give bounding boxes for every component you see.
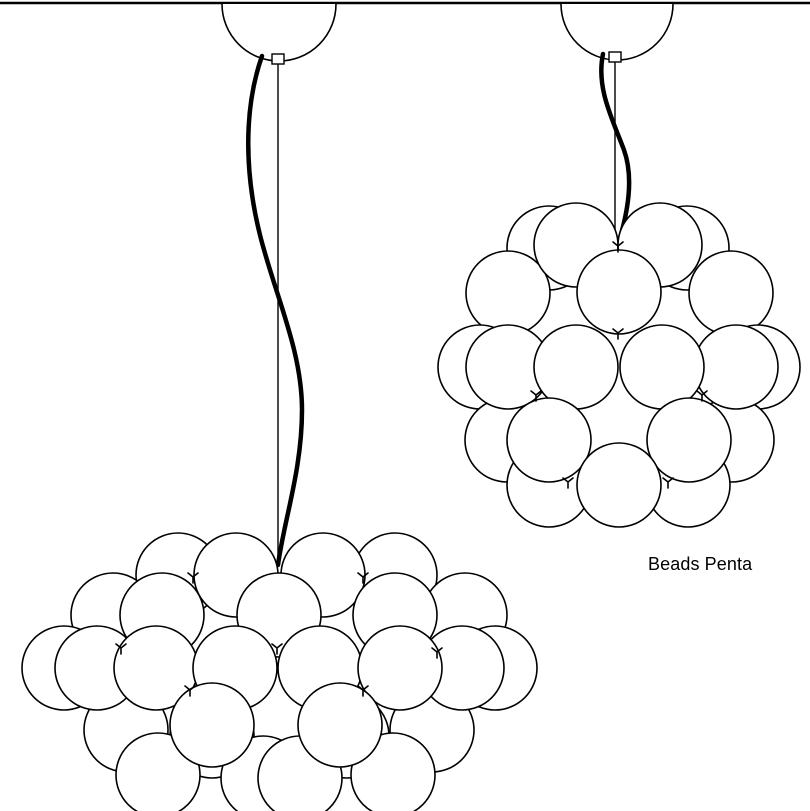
- left-lamp-connector: [431, 647, 443, 659]
- right-lamp-globe: [619, 324, 705, 410]
- left-lamp-globe: [115, 732, 201, 811]
- left-lamp-suspension: [221, 3, 337, 568]
- product-caption: Beads Penta: [648, 554, 753, 574]
- right-lamp-connector: [696, 390, 708, 402]
- left-lamp-globe: [357, 625, 443, 711]
- left-lamp-connector: [184, 685, 196, 697]
- right-lamp-globe: [576, 249, 662, 335]
- right-lamp-globe: [646, 397, 732, 483]
- right-lamp-connector: [612, 241, 624, 253]
- right-lamp-globe: [688, 250, 774, 336]
- right-lamp-suspension: [560, 3, 674, 248]
- left-power-cord: [246, 53, 305, 568]
- left-cord-grip: [271, 53, 285, 65]
- right-lamp-globe: [506, 397, 592, 483]
- left-lamp-connector: [115, 643, 127, 655]
- right-lamp-globe: [576, 442, 662, 528]
- right-lamp-globe: [465, 250, 551, 336]
- right-lamp-connector: [530, 390, 542, 402]
- right-lamp-connector: [562, 477, 574, 489]
- left-lamp-connector: [271, 643, 283, 655]
- right-lamp-connector: [612, 328, 624, 340]
- right-cord-grip: [608, 51, 622, 63]
- left-canopy: [221, 3, 337, 62]
- right-lamp-globe: [693, 324, 779, 410]
- right-lamp-globe-cluster: [437, 202, 801, 528]
- left-lamp-globe: [297, 682, 383, 768]
- right-power-cord: [599, 51, 632, 248]
- left-lamp-globe-cluster: [21, 532, 538, 811]
- left-lamp-globe: [169, 682, 255, 768]
- left-lamp-connector: [187, 572, 199, 584]
- left-lamp-connector: [357, 572, 369, 584]
- right-lamp-globe: [533, 324, 619, 410]
- right-lamp-connector: [662, 477, 674, 489]
- left-lamp-connector: [357, 685, 369, 697]
